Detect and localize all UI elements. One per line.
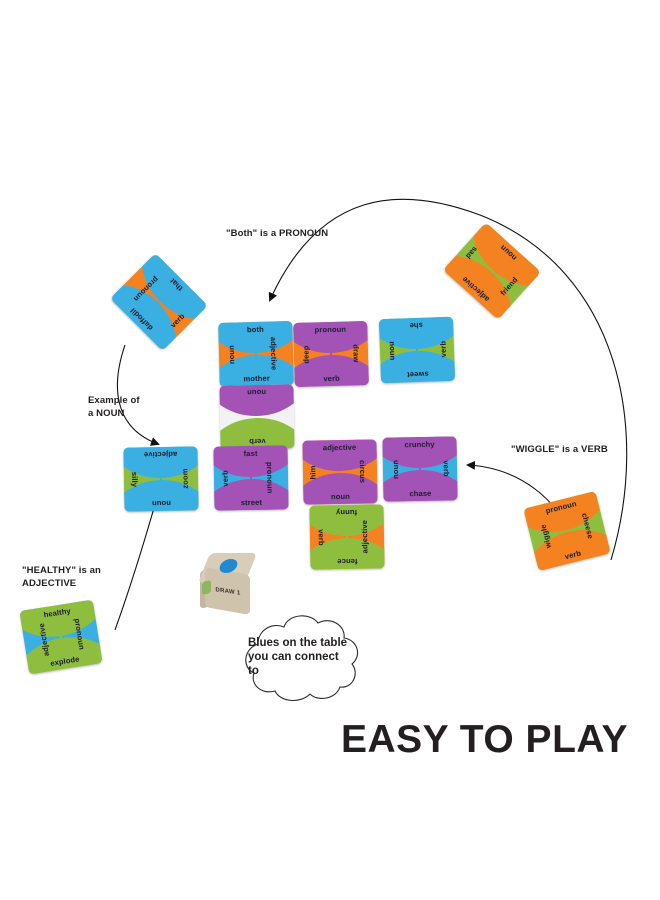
page-headline: EASY TO PLAY <box>340 718 628 761</box>
tile-label-bottom: chase <box>409 488 432 499</box>
speech-bubble-text: Blues on the table you can connect to <box>248 637 348 677</box>
tile-label-top: crunchy <box>404 439 435 450</box>
tile-label-bottom: noun <box>151 498 171 509</box>
tile-zoom[interactable]: adjective noun silly zoom <box>123 446 199 512</box>
tile-label-left: silly <box>130 471 140 488</box>
tile-label-right: pronoun <box>264 461 275 494</box>
tile-fence[interactable]: funny fence verb adjective <box>309 504 385 570</box>
arrow-adjective <box>114 493 161 631</box>
tile-label-left: him <box>308 465 318 480</box>
tile-label-right: adjective <box>359 519 370 554</box>
callout-pronoun: "Both" is a PRONOUN <box>226 228 329 239</box>
tile-fast[interactable]: fast street verb pronoun <box>213 445 289 511</box>
tile-label-left: noun <box>390 459 401 479</box>
tile-label-top: adjective <box>322 442 357 453</box>
tile-label-bottom: mother <box>243 373 270 384</box>
tile-label-top: noun <box>247 387 267 398</box>
tile-label-right: draw <box>351 344 361 363</box>
tile-label-top: pronoun <box>314 324 347 335</box>
tile-both[interactable]: both mother noun adjective <box>218 321 294 387</box>
callout-noun: Example of a NOUN <box>88 395 140 419</box>
tile-label-top: funny <box>335 507 358 518</box>
tile-him[interactable]: adjective noun him circus <box>302 439 378 505</box>
tile-label-left: noun <box>226 345 237 365</box>
tile-label-top: both <box>246 324 264 335</box>
tile-label-right: verb <box>441 460 451 477</box>
callout-verb: "WIGGLE" is a VERB <box>511 444 608 455</box>
tile-label-bottom: verb <box>323 373 340 384</box>
tile-label-bottom: noun <box>330 491 350 502</box>
callout-adjective: "HEALTHY" is an ADJECTIVE <box>22 565 101 589</box>
tile-label-left: noun <box>387 341 398 361</box>
tile-label-top: fast <box>243 448 258 459</box>
tile-label-left: deep <box>301 345 311 364</box>
tile-label-right: circus <box>357 460 368 484</box>
tile-label-left: verb <box>316 529 326 546</box>
tile-label-right: zoom <box>180 468 190 489</box>
tile-label-bottom: street <box>240 497 263 508</box>
speech-bubble-outline <box>245 615 359 701</box>
speech-bubble: Blues on the table you can connect to <box>228 604 366 712</box>
tile-label-left: verb <box>220 470 230 487</box>
tile-label-bottom: fence <box>337 556 358 567</box>
tile-label-top: adjective <box>143 449 178 460</box>
tile-label-right: adjective <box>268 336 279 371</box>
tile-label-right: verb <box>437 340 448 358</box>
tile-pronoun[interactable]: pronoun verb deep draw <box>293 321 369 387</box>
tile-crunchy[interactable]: crunchy chase noun verb <box>382 436 458 502</box>
